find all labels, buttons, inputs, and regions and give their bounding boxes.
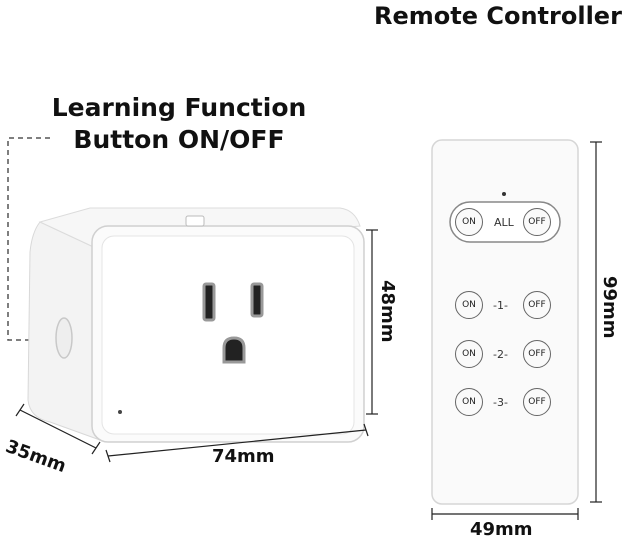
remote-2-off-button: OFF [523,340,551,368]
remote-row-1-label: -1- [493,299,508,312]
plug-dimension-lines [15,229,378,463]
remote-2-on-button: ON [455,340,483,368]
remote-3-on-button: ON [455,388,483,416]
outlet-slot-left [202,282,216,322]
learning-title-line1: Learning Function [51,93,307,122]
plug-width-label: 74mm [212,446,275,467]
outlet-ground [222,336,246,364]
remote-row-2-label: -2- [493,348,508,361]
remote-all-label: ALL [494,216,514,229]
remote-width-label: 49mm [470,519,533,540]
plug-top-indicator [185,215,205,227]
plug-led [118,410,122,414]
learning-function-title: Learning Function Button ON/OFF [0,92,358,156]
remote-height-label: 99mm [599,276,620,339]
learning-leader-line [7,137,58,341]
learning-title-line2: Button ON/OFF [73,125,285,154]
remote-1-on-button: ON [455,291,483,319]
remote-controller-title: Remote Controller [374,2,622,30]
remote-3-off-button: OFF [523,388,551,416]
remote-1-off-button: OFF [523,291,551,319]
plug-face-inner [101,235,355,435]
outlet-slot-right [250,282,264,318]
learning-button [55,317,73,359]
remote-dimension-lines [431,141,602,520]
remote-led [502,192,506,196]
plug-height-label: 48mm [377,280,398,343]
remote-row-3-label: -3- [493,396,508,409]
remote-all-off-button: OFF [523,208,551,236]
remote-all-on-button: ON [455,208,483,236]
